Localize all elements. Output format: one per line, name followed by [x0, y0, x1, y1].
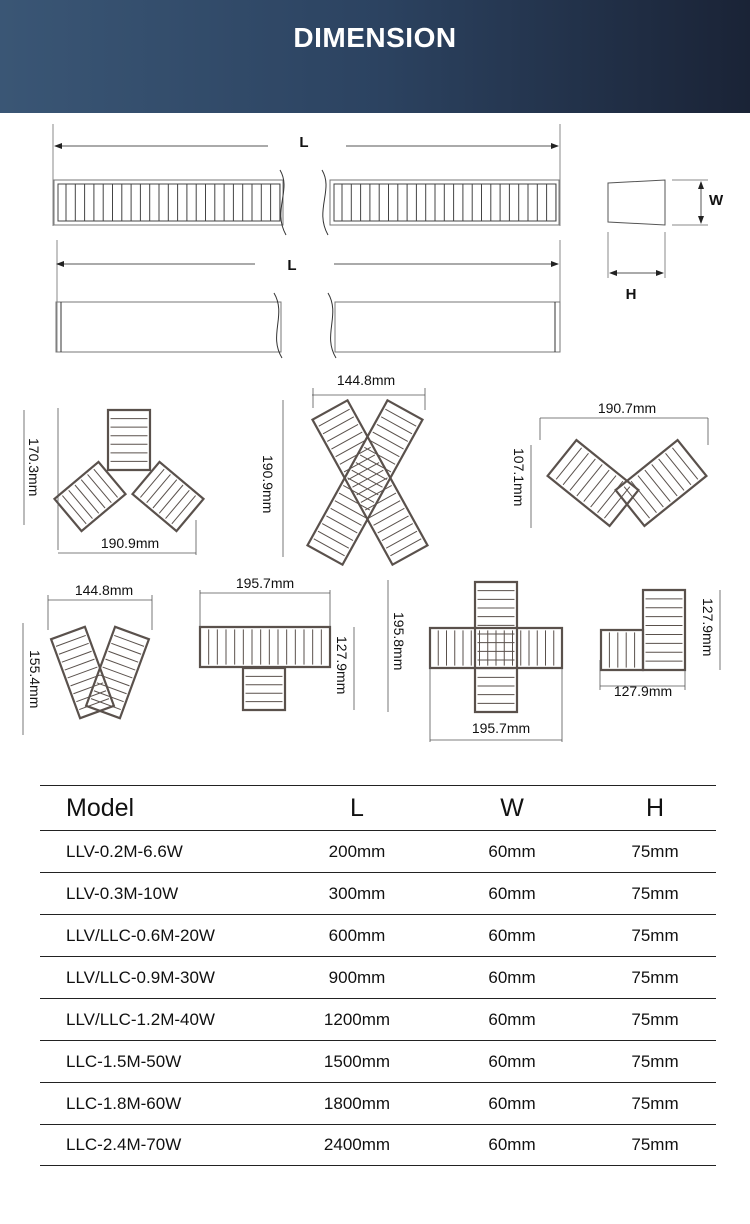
table-row: LLV/LLC-0.9M-30W 900mm 60mm 75mm [40, 956, 716, 998]
width-cell: 60mm [488, 1051, 536, 1071]
y-shape-arm [130, 460, 206, 533]
x-shape-width: 144.8mm [337, 372, 395, 388]
height-cell: 75mm [631, 967, 679, 987]
header-l: L [350, 793, 364, 822]
height-cell: 75mm [631, 1135, 679, 1154]
t-shape-width: 195.7mm [236, 575, 294, 591]
cross-shape-width: 195.7mm [472, 720, 530, 736]
wide-v-arm [614, 438, 708, 528]
l-shape-width: 127.9mm [614, 683, 672, 699]
narrow-v-arm [84, 625, 151, 720]
l-shape-horizontal [599, 628, 645, 672]
header-model: Model [66, 793, 135, 822]
table-row: LLC-1.5M-50W 1500mm 60mm 75mm [40, 1040, 716, 1082]
y-shape-width: 190.9mm [101, 535, 159, 551]
y-shape-height: 170.3mm [26, 438, 42, 496]
wide-v-height: 107.1mm [511, 448, 527, 506]
width-cell: 60mm [488, 1135, 536, 1154]
length-cell: 2400mm [323, 1135, 391, 1154]
model-cell: LLV/LLC-1.2M-40W [66, 1009, 215, 1029]
length-label: L [299, 134, 308, 151]
linear-fixture-views [52, 124, 708, 359]
y-shape-arm [52, 460, 128, 533]
table-header-row: Model L W H [40, 785, 716, 830]
t-shape-stem [241, 666, 287, 712]
header-w: W [500, 793, 524, 822]
width-cell: 60mm [488, 1009, 536, 1029]
length-cell: 600mm [328, 925, 386, 945]
x-shape-arm [310, 398, 430, 567]
l-shape-vertical [641, 588, 687, 672]
length-label: L [287, 257, 296, 274]
wide-v-width: 190.7mm [598, 400, 656, 416]
cross-shape-vertical [473, 580, 519, 714]
height-cell: 75mm [631, 925, 679, 945]
table-row: LLV-0.3M-10W 300mm 60mm 75mm [40, 872, 716, 914]
l-shape-height: 127.9mm [700, 598, 716, 656]
t-shape-height: 127.9mm [334, 636, 350, 694]
x-shape-arm [305, 398, 425, 567]
width-label: W [709, 192, 724, 209]
height-cell: 75mm [631, 1093, 679, 1113]
length-cell: 200mm [328, 841, 386, 861]
width-cell: 60mm [488, 1093, 536, 1113]
header-h: H [645, 793, 665, 822]
model-cell: LLV/LLC-0.9M-30W [66, 967, 215, 987]
height-cell: 75mm [631, 841, 679, 861]
table-row: LLC-1.8M-60W 1800mm 60mm 75mm [40, 1082, 716, 1124]
table-row: LLC-2.4M-70W 2400mm 60mm 75mm [40, 1124, 716, 1166]
table-row: LLV/LLC-1.2M-40W 1200mm 60mm 75mm [40, 998, 716, 1040]
table-row: LLV/LLC-0.6M-20W 600mm 60mm 75mm [40, 914, 716, 956]
y-shape-arm [106, 408, 152, 472]
width-cell: 60mm [488, 841, 536, 861]
length-cell: 1800mm [323, 1093, 391, 1113]
model-cell: LLC-1.8M-60W [66, 1093, 182, 1113]
narrow-v-arm [49, 625, 116, 720]
width-cell: 60mm [488, 883, 536, 903]
narrow-v-width: 144.8mm [75, 582, 133, 598]
dimension-drawings: L L W H 170.3mm 190.9mm 144.8mm 190.9mm … [22, 124, 724, 742]
cross-shape-height: 195.8mm [391, 612, 407, 670]
height-cell: 75mm [631, 1051, 679, 1071]
length-cell: 300mm [328, 883, 386, 903]
width-cell: 60mm [488, 967, 536, 987]
model-cell: LLV/LLC-0.6M-20W [66, 925, 215, 945]
model-cell: LLC-1.5M-50W [66, 1051, 182, 1071]
length-cell: 1500mm [323, 1051, 391, 1071]
height-cell: 75mm [631, 1009, 679, 1029]
height-label: H [626, 286, 637, 303]
x-shape-height: 190.9mm [260, 455, 276, 513]
table-row: LLV-0.2M-6.6W 200mm 60mm 75mm [40, 830, 716, 872]
height-cell: 75mm [631, 883, 679, 903]
t-shape-bar [198, 625, 332, 669]
model-cell: LLV-0.2M-6.6W [66, 841, 183, 861]
narrow-v-height: 155.4mm [27, 650, 43, 708]
length-cell: 900mm [328, 967, 386, 987]
model-cell: LLC-2.4M-70W [66, 1135, 182, 1154]
length-cell: 1200mm [323, 1009, 391, 1029]
model-cell: LLV-0.3M-10W [66, 883, 179, 903]
width-cell: 60mm [488, 925, 536, 945]
header-banner: DIMENSION [0, 0, 750, 113]
page-title: DIMENSION [293, 22, 457, 53]
